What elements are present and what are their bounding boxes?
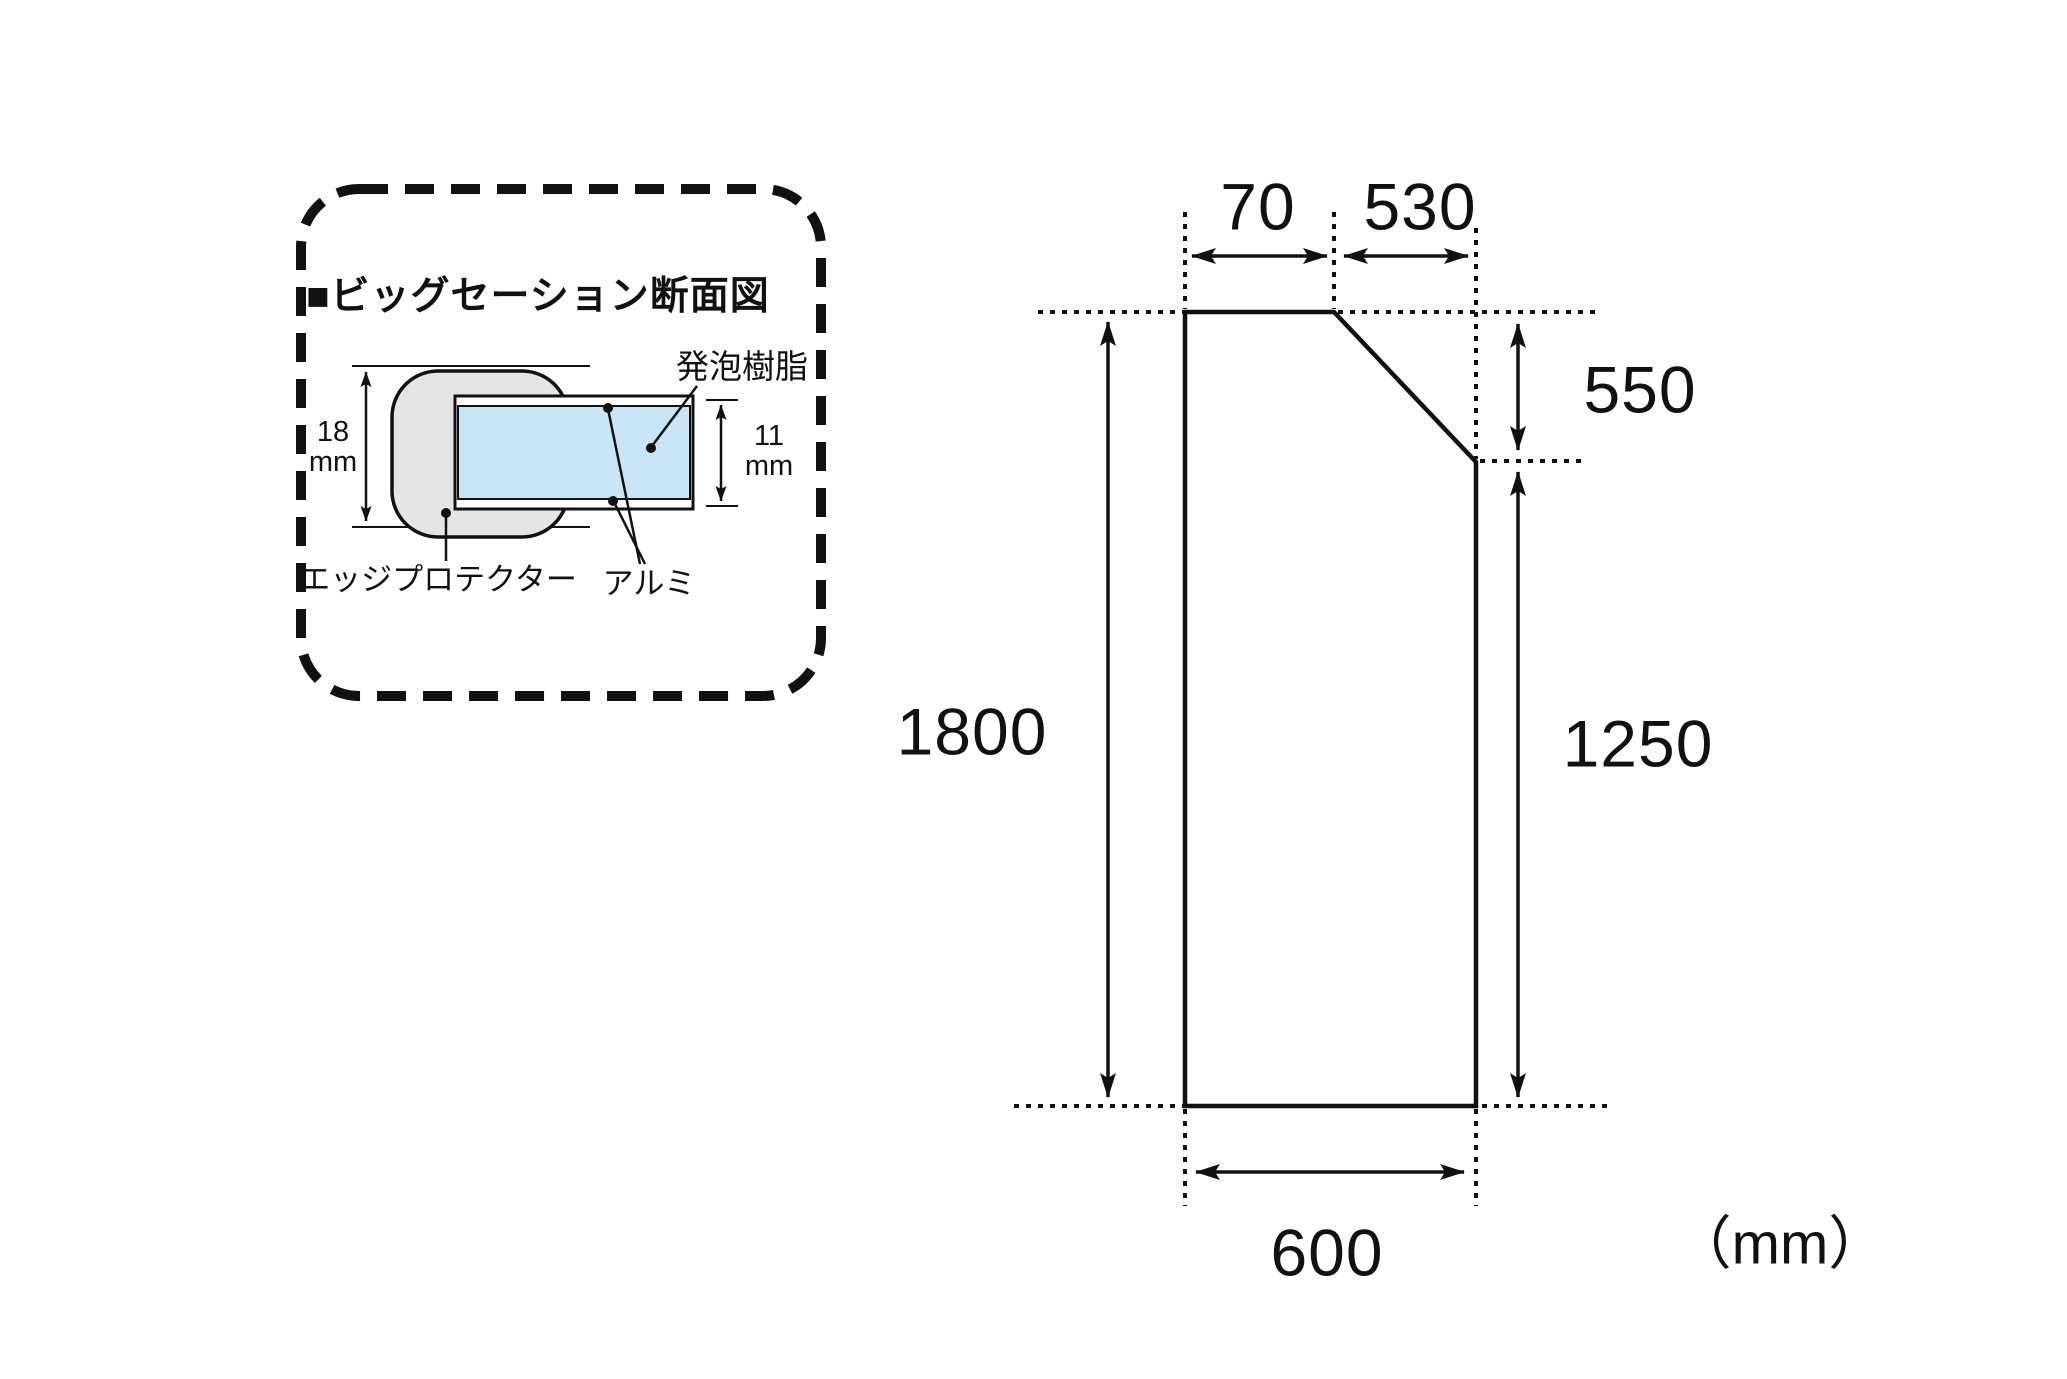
foam-core-fill	[457, 405, 691, 500]
thickness-value: 18	[316, 416, 350, 449]
foam-resin-label: 発泡樹脂	[676, 348, 808, 386]
aluminum-label: アルミ	[602, 566, 696, 602]
core-value: 11	[753, 420, 785, 453]
dim-slope-width: 530	[1363, 169, 1477, 244]
dim-top-width: 70	[1220, 169, 1296, 244]
foam-leader-line	[651, 385, 698, 447]
aluminum-leader-line-top	[606, 408, 642, 565]
dim-slope-height: 550	[1583, 352, 1697, 427]
unit-label: （mm）	[1673, 1211, 1887, 1277]
dimension-arrows	[1100, 248, 1526, 1180]
foam-leader-dot	[646, 443, 656, 453]
thickness-unit: mm	[308, 446, 358, 478]
dim-right-height: 1250	[1562, 706, 1714, 781]
inset-box-group	[296, 184, 826, 701]
edge-protector-leader-dot	[441, 508, 451, 518]
core-unit: mm	[744, 450, 794, 482]
inset-dashed-border	[296, 184, 826, 701]
panel-outline-drawing	[1014, 212, 1612, 1206]
dim-total-height: 1800	[896, 694, 1048, 769]
panel-silhouette	[1182, 309, 1479, 1109]
aluminum-leader-dot-bottom	[608, 496, 618, 506]
dim-bottom-width: 600	[1270, 1215, 1384, 1290]
inset-title: ■ビッグセーション断面図	[306, 275, 770, 318]
core-dimension-label: 11 mm	[744, 420, 794, 482]
edge-protector-label: エッジプロテクター	[299, 562, 577, 598]
aluminum-leader-dot-top	[603, 403, 613, 413]
cross-section-drawing	[352, 365, 738, 565]
thickness-dimension-label: 18 mm	[308, 416, 358, 478]
aluminum-leader-line-bottom	[611, 499, 647, 565]
